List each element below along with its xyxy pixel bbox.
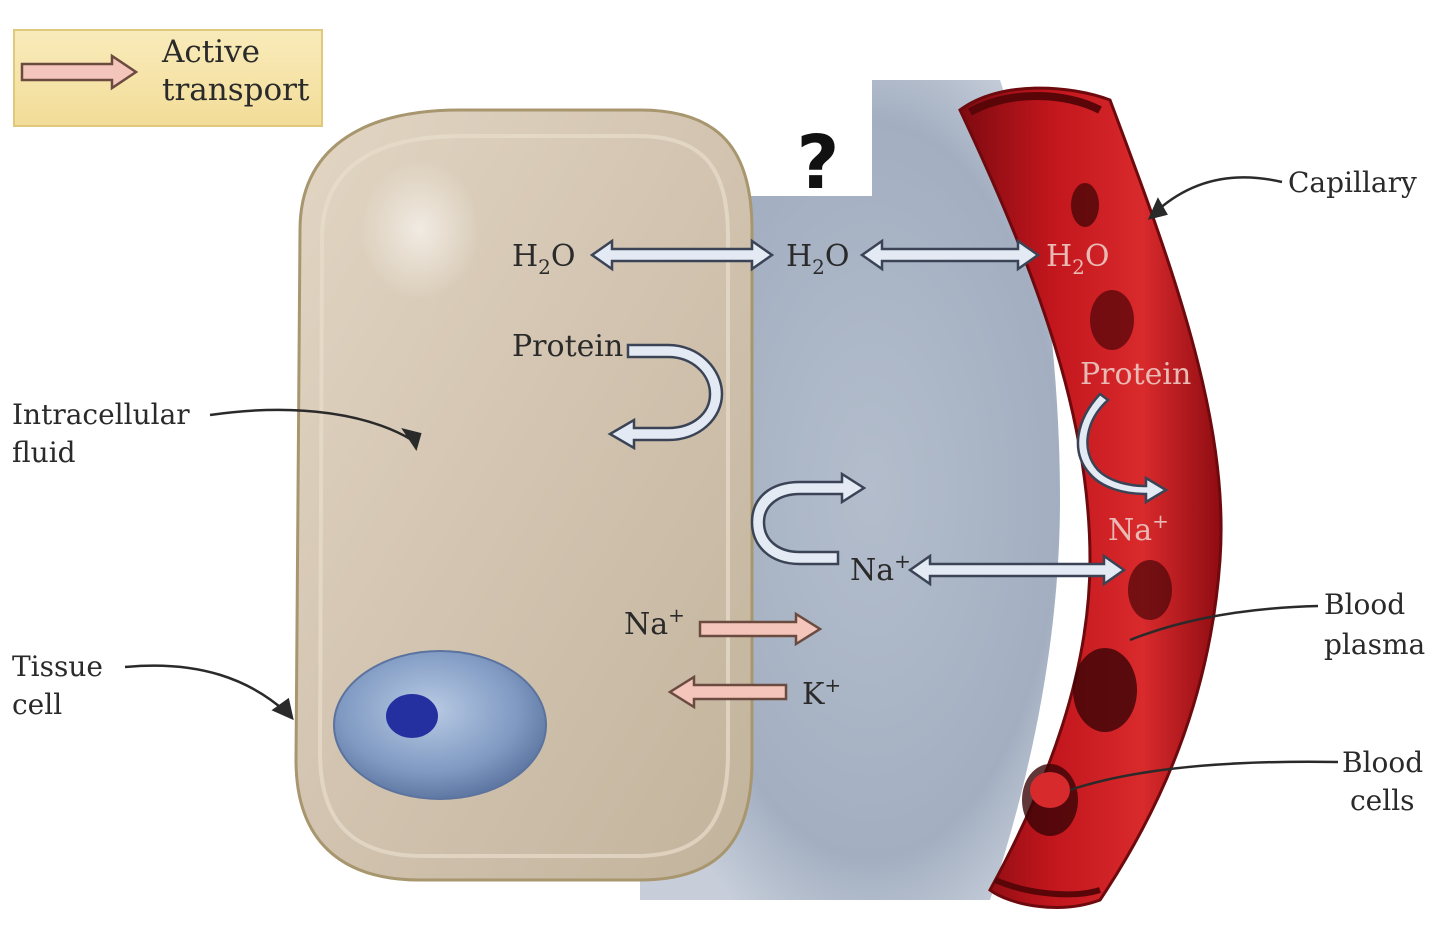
tissue-cell-label-line2: cell bbox=[12, 688, 62, 721]
na-label-cell: Na+ bbox=[624, 603, 685, 642]
protein-uturn-arrow-capillary bbox=[1076, 392, 1169, 505]
nucleus bbox=[333, 650, 547, 800]
intracellular-fluid-label-line2: fluid bbox=[12, 436, 76, 469]
protein-uturn-arrow-cell bbox=[607, 343, 724, 451]
capillary-vessel bbox=[958, 86, 1223, 909]
na-label-capillary: Na+ bbox=[1108, 509, 1169, 548]
h2o-label-cell: H2O bbox=[512, 239, 576, 279]
blood-plasma-label-line1: Blood bbox=[1324, 588, 1405, 621]
na-label-interstitial: Na+ bbox=[850, 549, 911, 588]
legend-label-line1: Active bbox=[161, 34, 260, 70]
h2o-arrow-cell-interstitial bbox=[589, 238, 775, 272]
h2o-label-interstitial: H2O bbox=[786, 239, 850, 279]
h2o-arrow-interstitial-capillary bbox=[859, 238, 1041, 272]
blood-cell bbox=[1073, 648, 1137, 732]
intracellular-fluid-label-line1: Intracellular bbox=[12, 398, 190, 431]
blood-plasma-label-line2: plasma bbox=[1324, 628, 1425, 661]
tissue-cell bbox=[294, 108, 754, 882]
capillary-label: Capillary bbox=[1288, 166, 1417, 199]
na-arrow-interstitial-capillary bbox=[907, 553, 1127, 587]
protein-label-capillary: Protein bbox=[1080, 357, 1191, 392]
blood-cell bbox=[1090, 290, 1134, 350]
legend-label-line2: transport bbox=[162, 72, 310, 108]
protein-label-cell: Protein bbox=[512, 329, 623, 364]
legend: Active transport bbox=[13, 29, 323, 127]
blood-cells-label-line1: Blood bbox=[1342, 746, 1423, 779]
na-active-transport-arrow bbox=[698, 611, 823, 647]
leader-lines bbox=[124, 176, 1339, 792]
k-active-transport-arrow bbox=[667, 674, 788, 710]
na-uturn-arrow-interstitial bbox=[750, 471, 867, 566]
k-label: K+ bbox=[802, 673, 841, 712]
active-transport-legend-arrow bbox=[20, 53, 139, 91]
blood-cells-label-line2: cells bbox=[1350, 784, 1415, 817]
question-mark: ? bbox=[797, 120, 840, 206]
tissue-cell-label-line1: Tissue bbox=[12, 650, 103, 683]
h2o-label-capillary: H2O bbox=[1046, 239, 1110, 279]
blood-cell bbox=[1071, 183, 1099, 227]
blood-cell bbox=[1128, 560, 1172, 620]
